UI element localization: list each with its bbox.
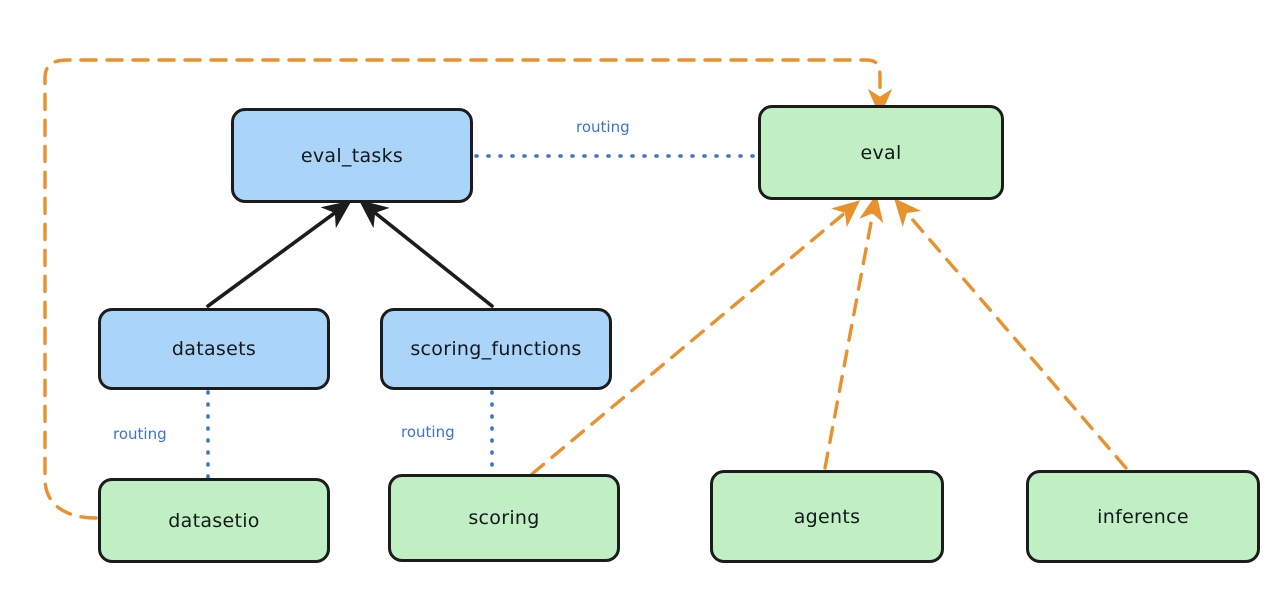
edge-agents-eval [823,193,884,470]
node-eval[interactable]: eval [758,105,1004,200]
edge-datasetio-eval [43,58,893,520]
node-label-scoring-functions: scoring_functions [410,338,582,360]
node-eval-tasks[interactable]: eval_tasks [231,108,473,203]
edge-label-routing-eval-tasks-eval: routing [576,118,630,136]
node-scoring-functions[interactable]: scoring_functions [380,308,612,390]
edge-scoring_functions-eval_tasks [358,199,494,308]
edge-scoring-eval [530,200,861,476]
node-scoring[interactable]: scoring [388,474,620,562]
node-agents[interactable]: agents [710,470,944,563]
node-datasetio[interactable]: datasetio [98,478,330,563]
node-label-scoring: scoring [468,507,540,529]
node-label-datasets: datasets [171,338,257,360]
edge-label-routing-datasets-datasetio: routing [113,425,167,443]
edge-datasets-eval_tasks [206,200,352,308]
node-datasets[interactable]: datasets [98,308,330,390]
edge-label-routing-scoring-functions-scoring: routing [401,423,455,441]
edge-inference-eval [894,198,1128,470]
node-label-datasetio: datasetio [168,509,260,532]
node-label-agents: agents [793,505,861,528]
node-label-eval: eval [860,141,902,164]
node-label-inference: inference [1097,505,1189,528]
node-label-eval-tasks: eval_tasks [300,144,404,167]
node-inference[interactable]: inference [1026,470,1260,563]
